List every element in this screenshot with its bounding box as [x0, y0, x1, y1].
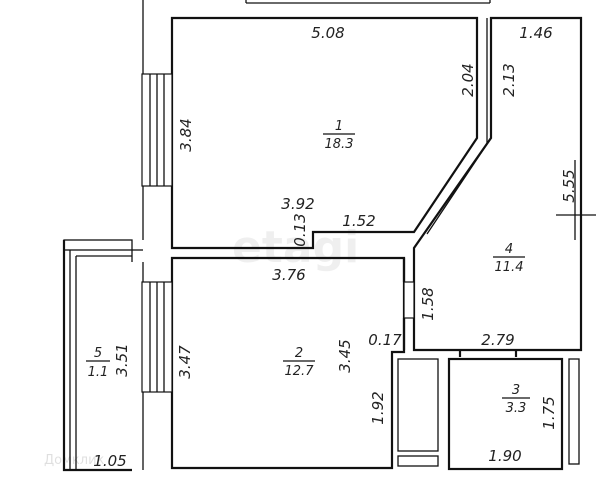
room-label-2: 2 12.7 [283, 346, 315, 379]
doorway [403, 281, 415, 319]
room-area: 11.4 [495, 260, 524, 275]
balcony [62, 239, 143, 472]
dim-room1-step: 0.13 [291, 213, 309, 246]
dim-room1-bottom-b: 1.52 [342, 212, 375, 230]
room-2-walls [170, 256, 406, 470]
room-number: 5 [94, 346, 102, 361]
room-label-5: 5 1.1 [86, 346, 110, 380]
dim-room3-bottom: 1.90 [488, 447, 521, 465]
dim-room4-left-upper: 2.13 [500, 63, 518, 96]
window-room-2 [141, 281, 173, 393]
dim-room2-right: 3.45 [336, 339, 354, 372]
outer-walls [142, 0, 491, 470]
dim-room1-top: 5.08 [311, 24, 344, 42]
room-label-4: 4 11.4 [493, 242, 525, 275]
room-area: 1.1 [88, 365, 109, 380]
room-number: 4 [505, 242, 513, 257]
room-area: 18.3 [325, 137, 354, 152]
dim-room4-left-lower: 1.58 [419, 287, 437, 320]
dim-room1-bottom-a: 3.92 [281, 195, 314, 213]
dim-room2-step: 0.17 [368, 331, 402, 349]
dim-balcony-width: 1.05 [93, 452, 126, 470]
dim-room3-right: 1.75 [540, 396, 558, 429]
dim-room4-bottom: 2.79 [481, 331, 514, 349]
room-1-walls [170, 16, 488, 250]
dim-room1-left: 3.84 [177, 118, 195, 151]
room-number: 3 [512, 383, 520, 398]
dim-room2-top: 3.76 [272, 266, 305, 284]
dim-room1-diag-right: 2.04 [459, 63, 477, 96]
room-area: 3.3 [506, 401, 527, 416]
dim-room4-top: 1.46 [519, 24, 552, 42]
room-4-walls [412, 16, 596, 357]
dim-balcony-height: 3.51 [113, 343, 131, 376]
dim-room2-lower-right: 1.92 [369, 391, 387, 424]
room-number: 2 [295, 346, 303, 361]
room-label-1: 1 18.3 [323, 119, 355, 152]
room-area: 12.7 [285, 364, 315, 379]
room-label-3: 3 3.3 [502, 383, 530, 416]
room-number: 1 [335, 119, 343, 134]
watermark-small: Домклик [44, 453, 105, 468]
dim-room4-right: 5.55 [560, 169, 578, 202]
window-room-1 [141, 73, 173, 187]
room-3-walls [397, 357, 580, 471]
dim-room2-left: 3.47 [176, 345, 194, 379]
